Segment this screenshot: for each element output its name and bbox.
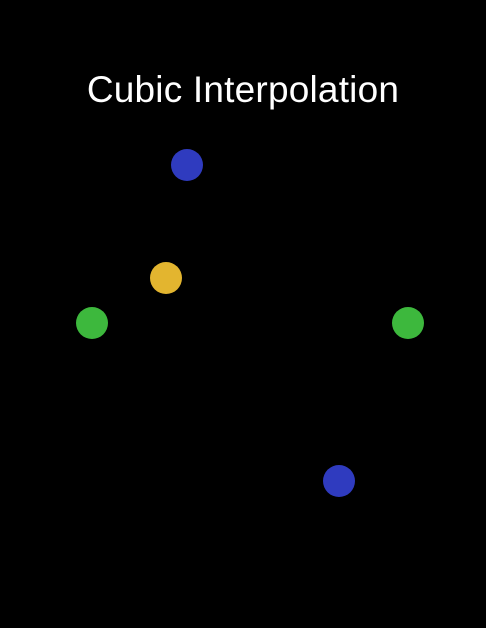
page-title: Cubic Interpolation	[86, 69, 400, 110]
interpolated-point	[150, 262, 182, 294]
control-point-top[interactable]	[171, 149, 203, 181]
end-point-left[interactable]	[76, 307, 108, 339]
control-point-bottom[interactable]	[323, 465, 355, 497]
end-point-right[interactable]	[392, 307, 424, 339]
